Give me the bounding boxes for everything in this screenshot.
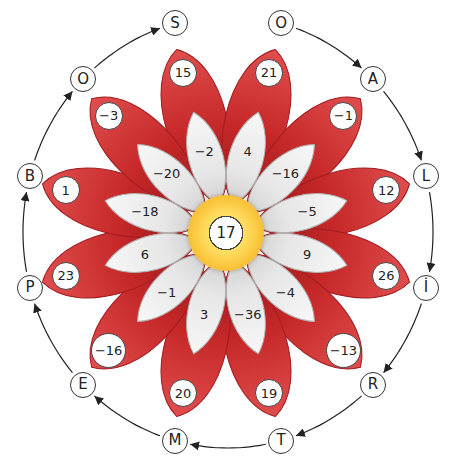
number-text: 21 xyxy=(261,66,278,79)
number-text: −1 xyxy=(334,109,353,122)
number-text: −16 xyxy=(95,344,122,357)
number-circle: 1 xyxy=(52,176,80,204)
number-circle: −13 xyxy=(326,333,361,368)
number-circle: −3 xyxy=(95,102,123,130)
number-text: 4 xyxy=(244,145,252,158)
arrow-connector xyxy=(23,192,27,272)
number-text: 9 xyxy=(303,248,311,261)
letter-circle: P xyxy=(17,275,43,301)
arrow-connector xyxy=(429,192,433,272)
number-text: 1 xyxy=(62,184,70,197)
letter-text: L xyxy=(422,169,430,184)
number-circle: −1 xyxy=(329,102,357,130)
grey-petal xyxy=(251,184,352,242)
letter-text: A xyxy=(368,72,378,87)
number-text: 26 xyxy=(378,269,395,282)
letter-circle: O xyxy=(70,66,96,92)
petal-number: −16 xyxy=(269,165,301,182)
center-circle: 17 xyxy=(188,195,264,271)
arrow-connector xyxy=(190,444,266,448)
arrow-connector xyxy=(296,28,362,68)
number-text: 12 xyxy=(378,184,395,197)
letter-circle: İ xyxy=(413,275,439,301)
number-text: −36 xyxy=(234,308,261,321)
number-text: 17 xyxy=(216,226,235,241)
letter-text: O xyxy=(275,16,287,31)
grey-petal xyxy=(217,258,275,359)
number-text: −18 xyxy=(131,205,158,218)
number-text: 20 xyxy=(175,387,192,400)
letter-circle: E xyxy=(70,372,96,398)
number-text: −3 xyxy=(99,109,118,122)
grey-petal xyxy=(101,224,202,282)
petal-number: −4 xyxy=(273,284,297,301)
petal-number: −20 xyxy=(151,165,183,182)
letter-text: İ xyxy=(424,280,428,295)
arrow-connector xyxy=(94,396,160,436)
letter-text: E xyxy=(78,377,87,392)
arrow-connector xyxy=(384,304,422,373)
number-text: 3 xyxy=(200,308,208,321)
letter-text: S xyxy=(170,16,180,31)
number-text: −13 xyxy=(330,344,357,357)
number-text: 23 xyxy=(57,269,74,282)
letter-text: P xyxy=(25,280,34,295)
petal-number: −18 xyxy=(129,203,161,220)
petal-number: −5 xyxy=(295,203,319,220)
letter-text: O xyxy=(77,72,89,87)
arrow-connector xyxy=(296,396,362,436)
number-circle: 21 xyxy=(255,59,283,87)
arrow-connector xyxy=(35,91,73,160)
letter-circle: M xyxy=(162,428,188,454)
letter-circle: S xyxy=(162,10,188,36)
number-circle: −16 xyxy=(91,333,126,368)
number-text: −16 xyxy=(272,167,299,180)
letter-circle: L xyxy=(413,163,439,189)
letter-text: R xyxy=(368,377,378,392)
letter-circle: A xyxy=(360,66,386,92)
number-text: 15 xyxy=(175,66,192,79)
number-text: −2 xyxy=(195,145,214,158)
number-circle: 23 xyxy=(52,262,80,290)
letter-circle: O xyxy=(268,10,294,36)
outer-petals xyxy=(35,42,418,425)
petal-number: −36 xyxy=(232,306,264,323)
number-text: −5 xyxy=(298,205,317,218)
arrow-connector xyxy=(35,304,73,373)
number-text: −20 xyxy=(153,167,180,180)
number-text: 19 xyxy=(261,387,278,400)
letter-circle: R xyxy=(360,372,386,398)
letter-text: T xyxy=(276,433,285,448)
petal-group xyxy=(35,42,418,425)
letter-circle: B xyxy=(17,163,43,189)
petal-number: 3 xyxy=(198,306,211,323)
petal-number: −2 xyxy=(192,143,216,160)
petal-number: 4 xyxy=(241,143,254,160)
number-circle: 15 xyxy=(169,59,197,87)
number-text: 6 xyxy=(141,248,149,261)
letter-circle: T xyxy=(268,428,294,454)
letter-text: M xyxy=(168,433,181,448)
number-text: −1 xyxy=(157,286,176,299)
petal-number: 6 xyxy=(138,246,151,263)
arrow-connector xyxy=(94,28,160,68)
petal-number: 9 xyxy=(301,246,314,263)
inner-petals xyxy=(101,108,351,358)
number-text: −4 xyxy=(276,286,295,299)
letter-text: B xyxy=(25,169,35,184)
petal-number: −1 xyxy=(155,284,179,301)
arrow-connector xyxy=(384,91,422,160)
